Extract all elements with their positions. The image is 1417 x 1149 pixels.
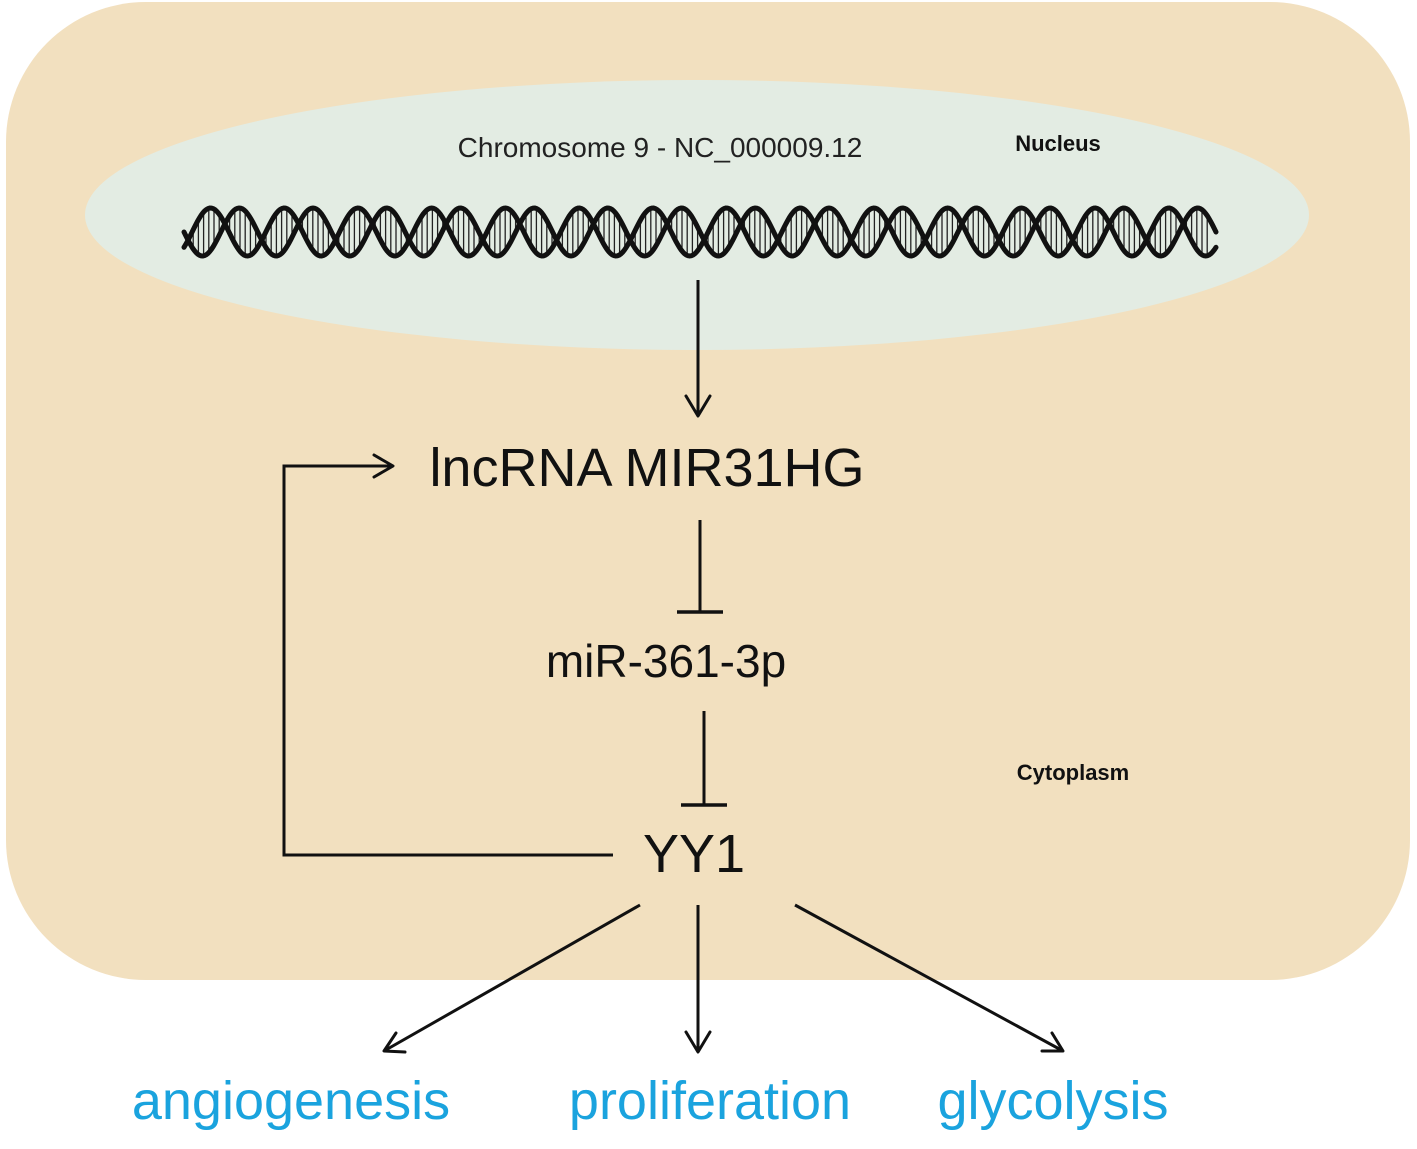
node-lncrna-mir31hg: lncRNA MIR31HG xyxy=(429,438,864,498)
outcome-glycolysis: glycolysis xyxy=(937,1071,1168,1131)
edge-yy1-to-angiogenesis xyxy=(382,903,641,1054)
edge-mirna-inhibits-yy1 xyxy=(681,711,727,807)
node-yy1: YY1 xyxy=(643,824,745,884)
nucleus-label: Nucleus xyxy=(1015,131,1101,156)
edge-yy1-feedback-to-lncrna xyxy=(282,453,613,857)
dna-strand-a xyxy=(181,205,1219,259)
cytoplasm-label: Cytoplasm xyxy=(1017,760,1129,785)
outcome-proliferation: proliferation xyxy=(569,1071,851,1131)
chromosome-title: Chromosome 9 - NC_000009.12 xyxy=(458,132,863,163)
dna-helix-icon xyxy=(181,205,1219,259)
nucleus xyxy=(85,80,1309,350)
outcome-angiogenesis: angiogenesis xyxy=(132,1071,450,1131)
edge-chromosome-to-lncrna xyxy=(684,280,712,418)
node-mir-361-3p: miR-361-3p xyxy=(546,635,786,687)
edge-yy1-to-proliferation xyxy=(684,905,712,1054)
dna-strand-b xyxy=(181,205,1219,259)
edge-lncrna-inhibits-mirna xyxy=(677,520,723,614)
edge-yy1-to-glycolysis xyxy=(794,903,1065,1053)
